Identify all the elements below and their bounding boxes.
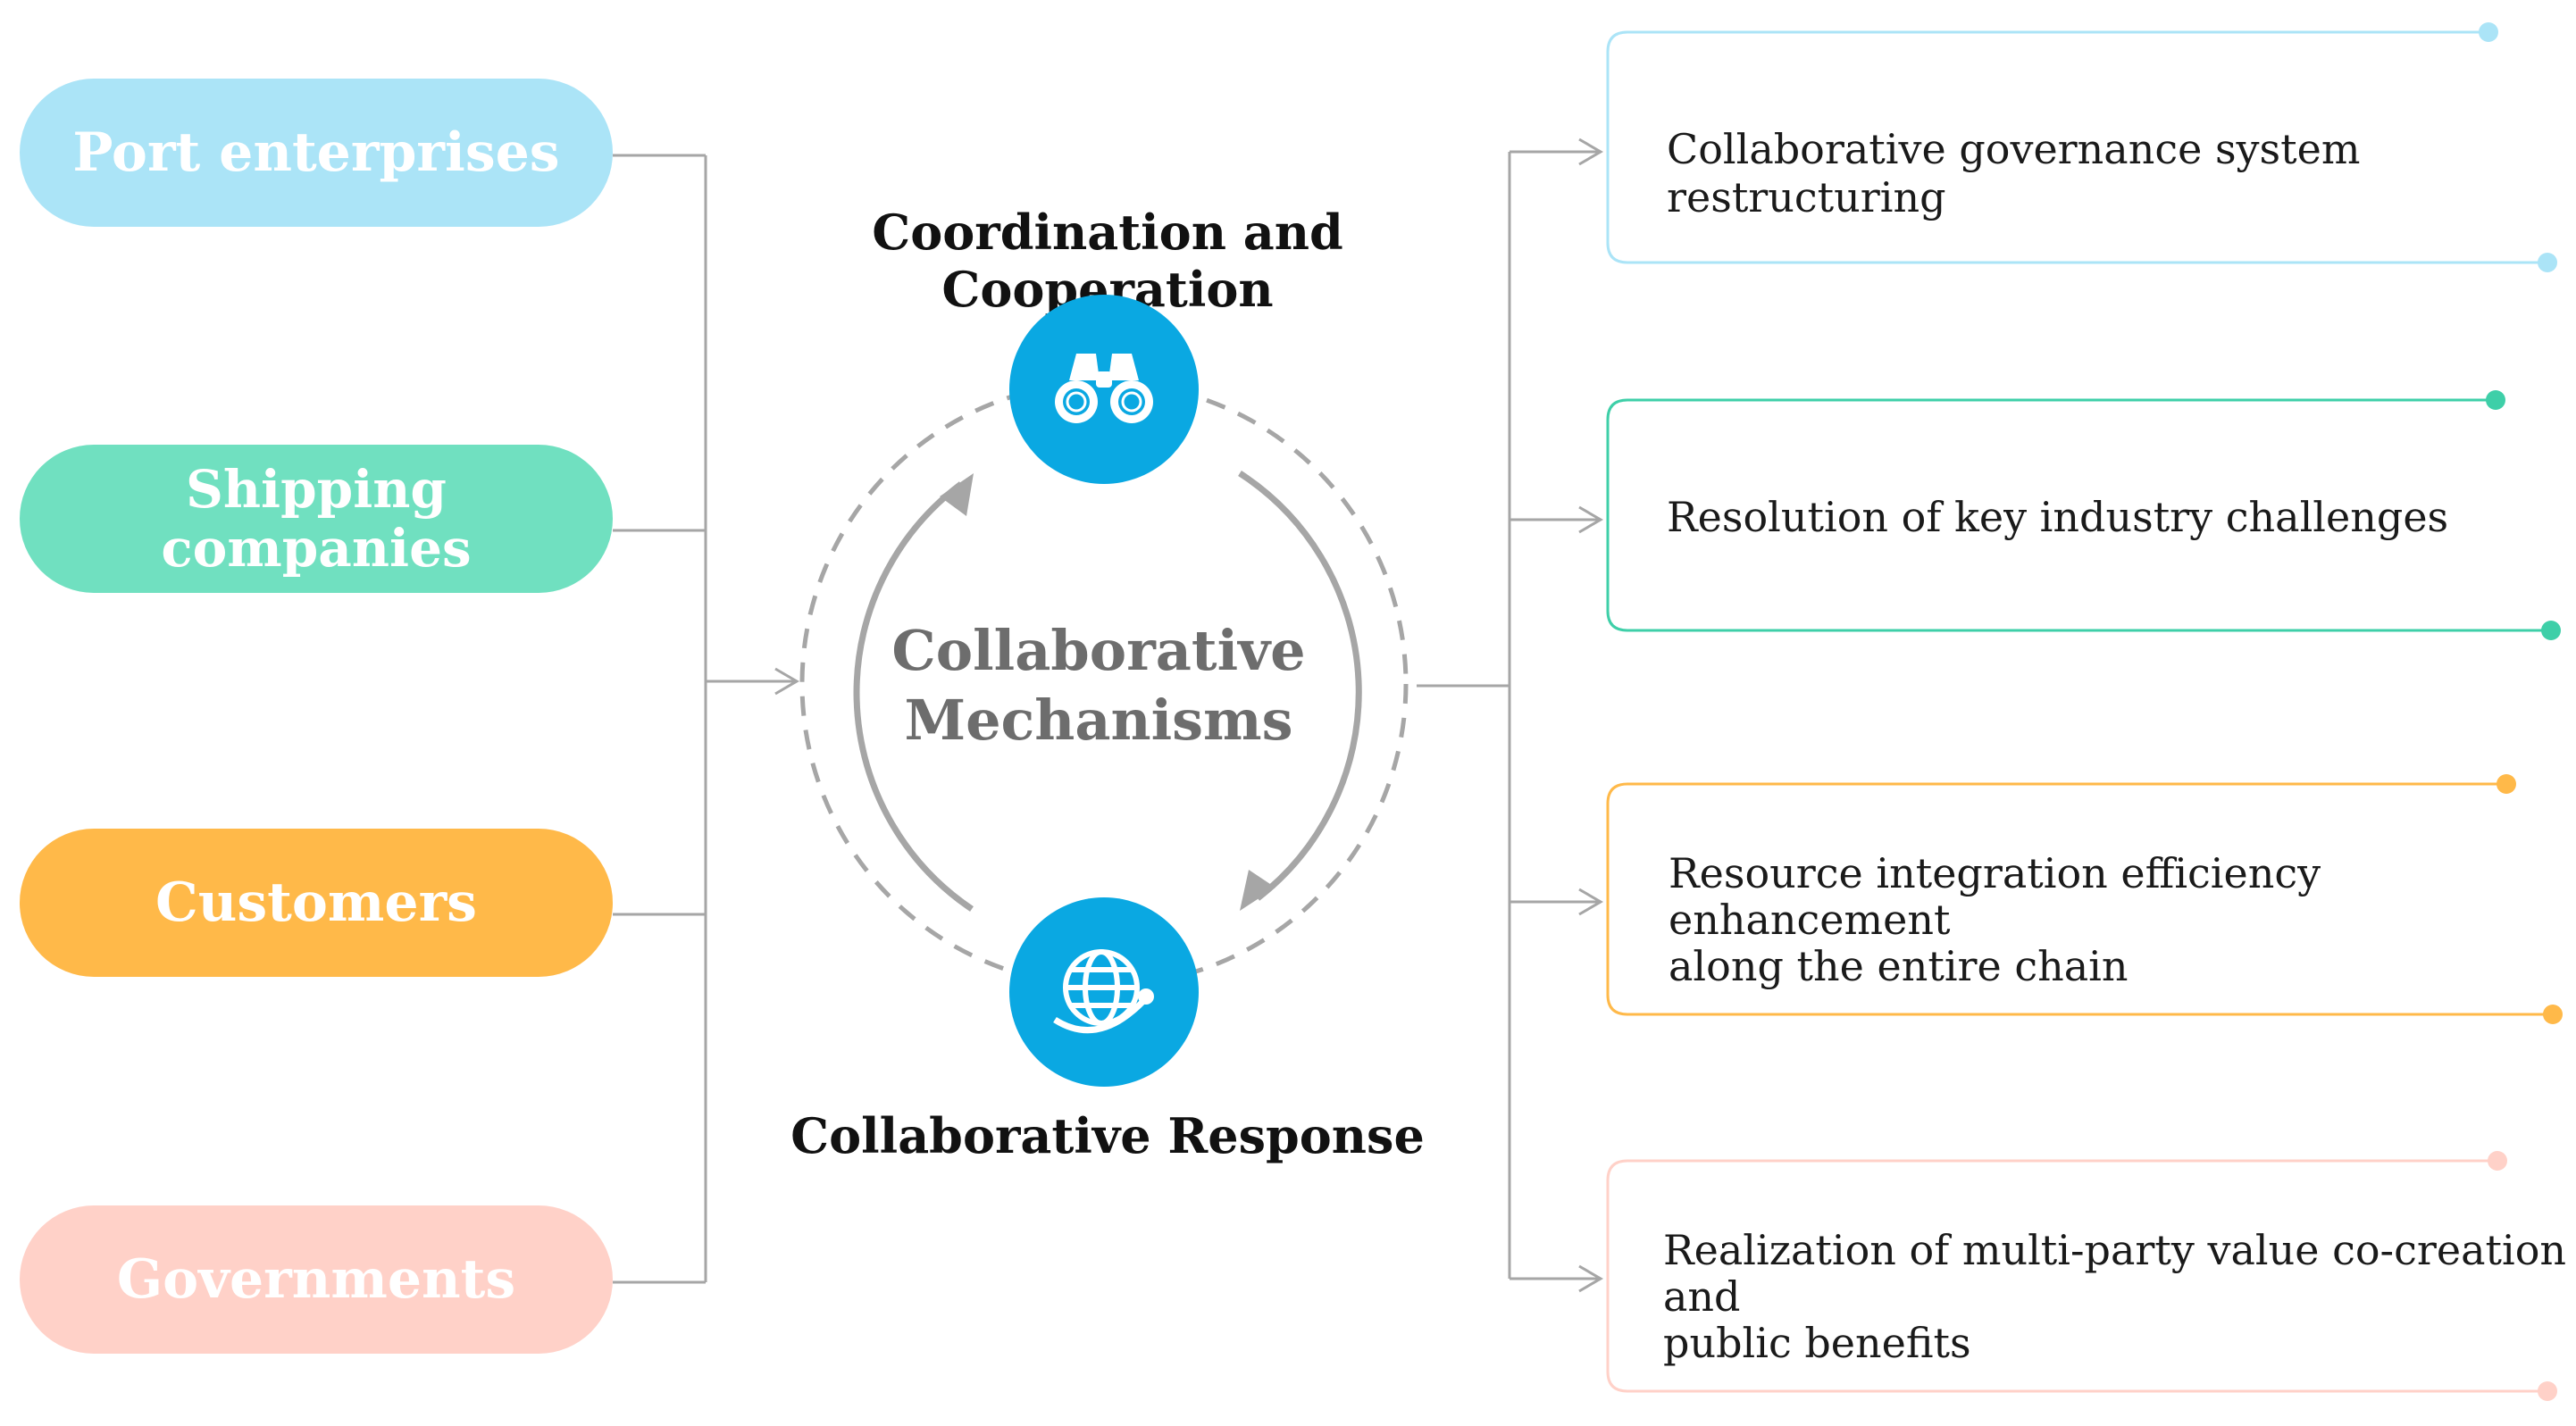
stakeholder-customers: Customers <box>20 829 613 977</box>
outcome-text-3: Resource integration efficiency enhancem… <box>1669 850 2576 989</box>
cycle-arrow-right-head <box>1240 870 1275 911</box>
stakeholder-label-line1: Shipping <box>186 459 447 520</box>
outcome-text-1: Collaborative governance system restruct… <box>1667 125 2576 221</box>
bottom-title: Collaborative Response <box>790 1107 1425 1164</box>
outcome-text-2: Resolution of key industry challenges <box>1667 493 2448 541</box>
center-label: Collaborative Mechanisms <box>831 616 1367 755</box>
outcome-box-3 <box>1606 774 2563 1024</box>
stakeholder-label: Port enterprises <box>72 121 560 184</box>
stakeholder-port-enterprises: Port enterprises <box>20 79 613 227</box>
cycle-arrow-left-head <box>940 473 974 516</box>
branch-arrow-3 <box>1578 888 1603 916</box>
input-arrow-head <box>774 667 799 696</box>
stakeholder-label: Governments <box>116 1248 516 1311</box>
stakeholder-governments: Governments <box>20 1205 613 1354</box>
cycle-arrow-right <box>1238 471 1362 901</box>
globe-icon <box>1009 897 1199 1087</box>
cycle-arrow-left <box>853 481 974 912</box>
top-title: Coordination and Cooperation <box>872 204 1343 318</box>
outcome-box-4 <box>1606 1151 2557 1401</box>
outcome-text-4-line2: public benefits <box>1663 1319 1971 1367</box>
outcome-text-3-line1: Resource integration efficiency enhancem… <box>1669 849 2321 944</box>
dashed-ring <box>799 379 1409 988</box>
stakeholder-label: Customers <box>155 871 477 934</box>
center-label-line2: Mechanisms <box>904 688 1293 753</box>
outcome-text-4-line1: Realization of multi-party value co-crea… <box>1663 1226 2567 1321</box>
outcome-text-3-line2: along the entire chain <box>1669 942 2129 990</box>
center-label-line1: Collaborative <box>891 618 1306 683</box>
cycle <box>799 379 1409 988</box>
branch-arrow-1 <box>1578 138 1603 166</box>
stakeholder-label-line2: companies <box>161 518 472 579</box>
outcome-text-1-line: Collaborative governance system restruct… <box>1667 125 2361 221</box>
left-connector <box>613 154 799 1284</box>
binoculars-icon <box>1009 295 1199 484</box>
branch-arrow-2 <box>1578 505 1603 534</box>
outcome-text-2-line: Resolution of key industry challenges <box>1667 493 2449 541</box>
branch-arrow-4 <box>1578 1264 1603 1293</box>
right-connector <box>1417 138 1603 1293</box>
outcome-text-4: Realization of multi-party value co-crea… <box>1663 1227 2576 1366</box>
outcome-box-2 <box>1606 390 2561 640</box>
outcome-box-1 <box>1606 22 2557 272</box>
stakeholder-shipping-companies: Shipping companies <box>20 445 613 593</box>
